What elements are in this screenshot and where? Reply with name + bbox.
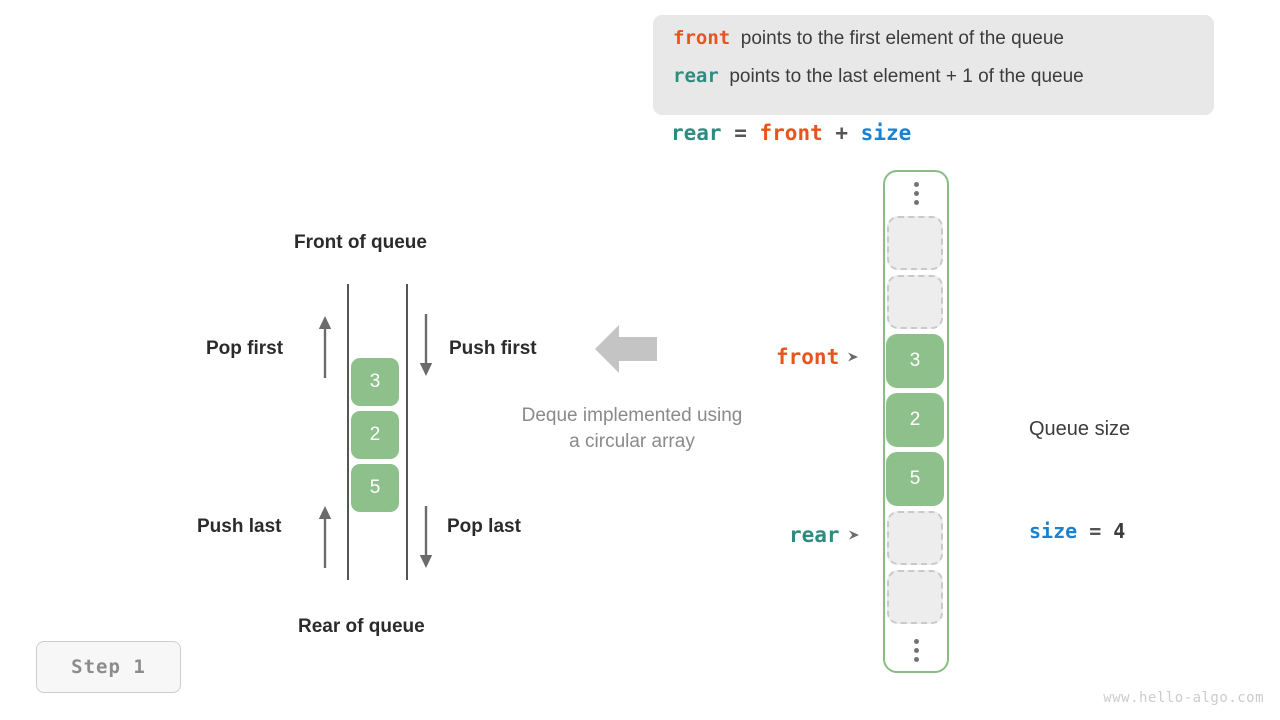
front-of-queue-label: Front of queue (294, 232, 427, 253)
caption-line-2: a circular array (569, 431, 695, 452)
queue-size-panel: Queue size size = 4 (1029, 344, 1130, 583)
formula-front: front (759, 121, 823, 145)
arrow-down-push-first-icon (419, 314, 433, 376)
note-line-rear: rear points to the last element + 1 of t… (673, 65, 1194, 103)
queue-size-var: size (1029, 519, 1078, 543)
array-slot-empty (887, 570, 943, 624)
dot (913, 181, 919, 187)
rear-pointer: rear (789, 523, 860, 547)
formula-equals: = (721, 121, 760, 145)
pointer-triangle-right-icon (848, 352, 859, 362)
dot (913, 190, 919, 196)
rear-pointer-label: rear (789, 523, 840, 547)
array-slot-filled: 3 (886, 334, 944, 388)
diagram-caption: Deque implemented using a circular array (493, 403, 771, 455)
queue-size-value: 4 (1113, 519, 1126, 543)
deque-cell: 5 (351, 464, 399, 512)
arrow-up-pop-first-icon (318, 316, 332, 378)
note-text-front (730, 28, 741, 50)
deque-cell: 3 (351, 358, 399, 406)
dot (913, 656, 919, 662)
array-slot-filled: 5 (886, 452, 944, 506)
note-description-front: points to the first element of the queue (740, 28, 1064, 49)
caption-line-1: Deque implemented using (521, 405, 743, 426)
formula-rear-equals-front-plus-size: rear = front + size (671, 121, 911, 145)
array-slot-filled: 2 (886, 393, 944, 447)
circular-array-container: 3 2 5 (883, 170, 949, 673)
note-keyword-front: front (673, 27, 731, 49)
ellipsis-top-icon (885, 172, 947, 214)
front-pointer-label: front (776, 345, 840, 369)
pointer-definition-note: front points to the first element of the… (653, 15, 1214, 115)
rear-of-queue-label: Rear of queue (298, 616, 425, 637)
array-slot-empty (887, 216, 943, 270)
pop-last-label: Pop last (447, 516, 521, 537)
guide-line-right (406, 284, 408, 580)
note-description-rear: points to the last element + 1 of the qu… (729, 66, 1084, 87)
note-keyword-rear: rear (673, 65, 719, 87)
formula-rear: rear (671, 121, 722, 145)
array-slot-empty (887, 275, 943, 329)
formula-plus: + (822, 121, 861, 145)
guide-line-left (347, 284, 349, 580)
ellipsis-bottom-icon (885, 629, 947, 671)
note-text-rear (719, 66, 730, 88)
formula-size: size (860, 121, 912, 145)
note-line-front: front points to the first element of the… (673, 27, 1194, 65)
dot (913, 647, 919, 653)
step-badge: Step 1 (36, 641, 181, 693)
push-last-label: Push last (197, 516, 282, 537)
dot (913, 638, 919, 644)
deque-operations-diagram: Front of queue Rear of queue 3 2 5 Pop f… (197, 232, 742, 637)
pointer-triangle-right-icon (848, 530, 859, 540)
queue-size-title: Queue size (1029, 418, 1131, 440)
queue-size-equals: = (1077, 519, 1114, 543)
push-first-label: Push first (449, 338, 537, 359)
queue-size-expression: size = 4 (1029, 514, 1130, 549)
pop-first-label: Pop first (206, 338, 284, 359)
deque-cell: 2 (351, 411, 399, 459)
array-slot-empty (887, 511, 943, 565)
arrow-down-pop-last-icon (419, 506, 433, 568)
front-pointer: front (776, 345, 859, 369)
arrow-up-push-last-icon (318, 506, 332, 568)
dot (913, 199, 919, 205)
watermark: www.hello-algo.com (1103, 690, 1264, 706)
big-left-arrow-icon (595, 324, 657, 379)
